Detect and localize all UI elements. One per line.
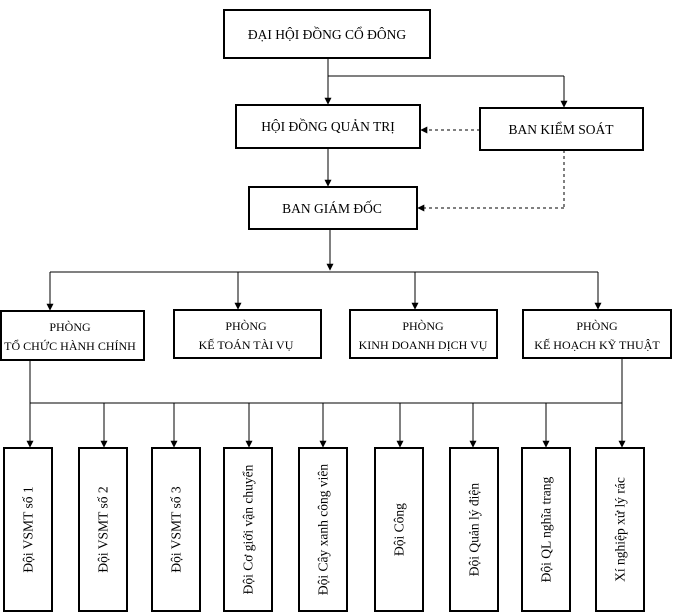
connector-lines <box>26 58 626 448</box>
node-directors-label: BAN GIÁM ĐỐC <box>282 201 382 216</box>
node-board: HỘI ĐỒNG QUẢN TRỊ <box>235 104 421 149</box>
node-directors: BAN GIÁM ĐỐC <box>248 186 418 230</box>
node-team-8: Đội QL nghĩa trang <box>521 447 571 612</box>
team-label: Đội QL nghĩa trang <box>539 476 554 582</box>
node-dept-business: PHÒNG KINH DOANH DỊCH VỤ <box>349 309 498 359</box>
team-label: Đội Cơ giới vận chuyển <box>241 464 256 594</box>
node-board-label: HỘI ĐỒNG QUẢN TRỊ <box>261 119 395 134</box>
dept-admin-line2: TỔ CHỨC HÀNH CHÍNH <box>4 338 136 353</box>
node-supervisory: BAN KIỂM SOÁT <box>479 107 644 151</box>
node-team-7: Đội Quản lý điện <box>449 447 499 612</box>
node-team-4: Đội Cơ giới vận chuyển <box>223 447 273 612</box>
dept-finance-line1: PHÒNG <box>225 319 267 333</box>
team-label: Đội VSMT số 3 <box>169 486 184 572</box>
node-team-6: Đội Công <box>374 447 424 612</box>
team-arrows <box>26 403 626 448</box>
team-label: Đội VSMT số 2 <box>96 486 111 572</box>
dept-business-line2: KINH DOANH DỊCH VỤ <box>359 338 488 352</box>
node-dept-admin: PHÒNG TỔ CHỨC HÀNH CHÍNH <box>0 310 145 361</box>
dept-finance-line2: KẾ TOÁN TÀI VỤ <box>199 337 294 352</box>
node-team-3: Đội VSMT số 3 <box>151 447 201 612</box>
team-label: Xí nghiệp xử lý rác <box>613 477 628 582</box>
team-label: Đội Cây xanh công viên <box>316 464 331 595</box>
node-team-2: Đội VSMT số 2 <box>78 447 128 612</box>
node-team-1: Đội VSMT số 1 <box>3 447 53 612</box>
node-shareholders: ĐẠI HỘI ĐỒNG CỔ ĐÔNG <box>223 9 431 59</box>
node-team-9: Xí nghiệp xử lý rác <box>595 447 645 612</box>
node-dept-finance: PHÒNG KẾ TOÁN TÀI VỤ <box>173 309 322 359</box>
node-shareholders-label: ĐẠI HỘI ĐỒNG CỔ ĐÔNG <box>248 27 406 42</box>
dept-admin-line1: PHÒNG <box>49 320 91 334</box>
team-label: Đội Công <box>392 503 407 556</box>
team-label: Đội Quản lý điện <box>467 483 482 577</box>
dept-planning-line2: KẾ HOẠCH KỸ THUẬT <box>534 337 660 352</box>
node-team-5: Đội Cây xanh công viên <box>298 447 348 612</box>
team-label: Đội VSMT số 1 <box>21 486 36 572</box>
dept-business-line1: PHÒNG <box>402 319 444 333</box>
node-dept-planning: PHÒNG KẾ HOẠCH KỸ THUẬT <box>522 309 672 359</box>
dept-planning-line1: PHÒNG <box>576 319 618 333</box>
node-supervisory-label: BAN KIỂM SOÁT <box>508 122 614 137</box>
team-boxes: Đội VSMT số 1 Đội VSMT số 2 Đội VSMT số 3 Đ… <box>3 447 645 612</box>
